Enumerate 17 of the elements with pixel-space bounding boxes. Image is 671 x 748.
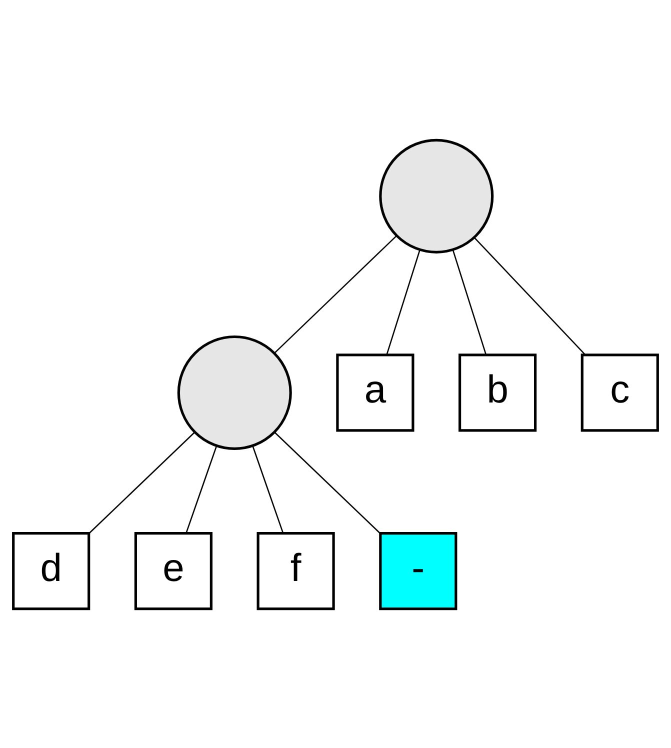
node-box: a <box>336 353 414 432</box>
connector <box>274 431 381 534</box>
connector <box>186 445 218 533</box>
node-circle <box>379 138 494 253</box>
node-box: d <box>12 532 90 610</box>
connector <box>252 445 284 533</box>
node-box: b <box>458 353 537 432</box>
node-box: c <box>580 353 659 432</box>
connector <box>88 431 196 534</box>
connector <box>452 249 487 355</box>
connector <box>386 249 420 355</box>
connector <box>474 236 586 355</box>
node-box: f <box>256 532 335 610</box>
node-box: - <box>379 532 458 610</box>
node-circle <box>177 334 292 450</box>
node-box: e <box>134 532 212 610</box>
connector <box>274 234 397 354</box>
